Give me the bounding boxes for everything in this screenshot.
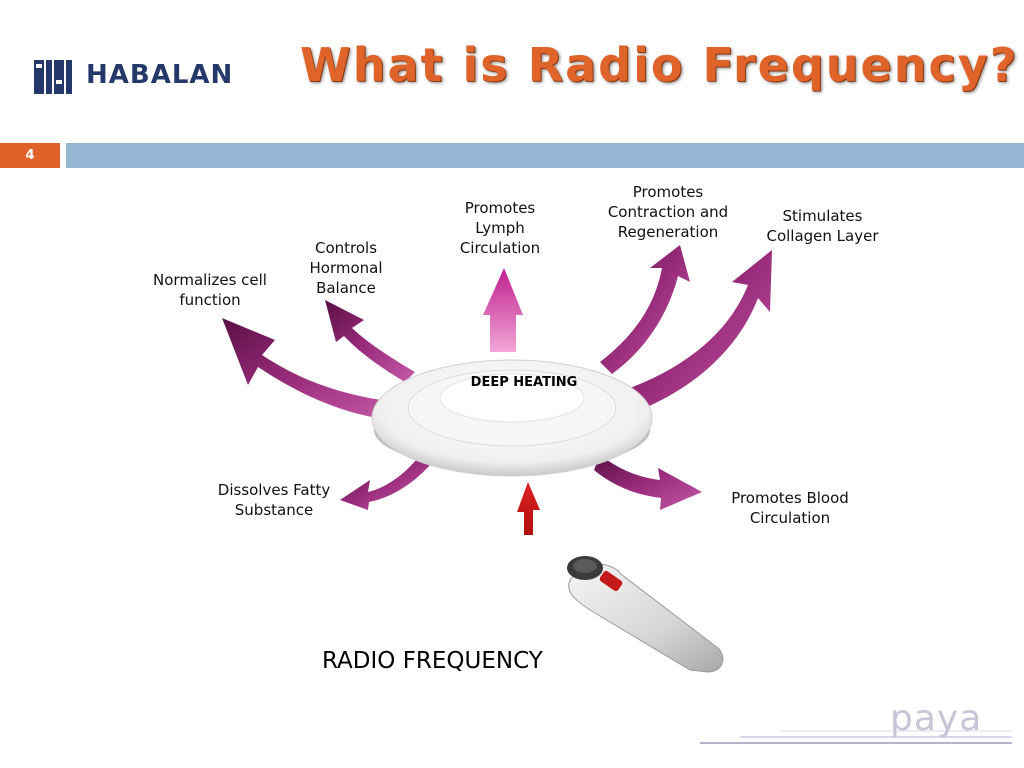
footer-lines bbox=[700, 730, 1012, 744]
rf-device-image bbox=[567, 555, 738, 683]
header-bar bbox=[66, 143, 1024, 168]
label-contraction: Promotes Contraction and Regeneration bbox=[607, 183, 729, 241]
label-normalizes: Normalizes cell function bbox=[153, 271, 267, 309]
arrow-normalizes bbox=[222, 318, 395, 420]
label-lymph: Promotes Lymph Circulation bbox=[459, 199, 541, 257]
arrow-lymph bbox=[483, 268, 523, 352]
arrow-hormonal bbox=[325, 300, 415, 382]
label-blood: Promotes Blood Circulation bbox=[731, 489, 849, 527]
label-hormonal: Controls Hormonal Balance bbox=[309, 239, 383, 297]
center-label: DEEP HEATING bbox=[470, 375, 578, 390]
page-title: What is Radio Frequency? bbox=[300, 38, 1019, 92]
arrow-blood bbox=[594, 455, 702, 510]
deep-heating-disc bbox=[371, 359, 653, 477]
label-fatty: Dissolves Fatty Substance bbox=[217, 481, 331, 519]
slide-number: 4 bbox=[0, 143, 60, 168]
label-collagen: Stimulates Collagen Layer bbox=[766, 207, 879, 245]
device-label: RADIO FREQUENCY bbox=[322, 648, 543, 674]
arrow-fatty bbox=[340, 455, 430, 510]
arrow-contraction bbox=[600, 245, 690, 374]
logo-text: HABALAN bbox=[86, 60, 234, 90]
habalan-logo-mark bbox=[34, 60, 72, 94]
arrow-collagen bbox=[630, 250, 772, 410]
footer-logo: paya bbox=[890, 698, 983, 739]
arrow-input-red bbox=[517, 482, 540, 535]
